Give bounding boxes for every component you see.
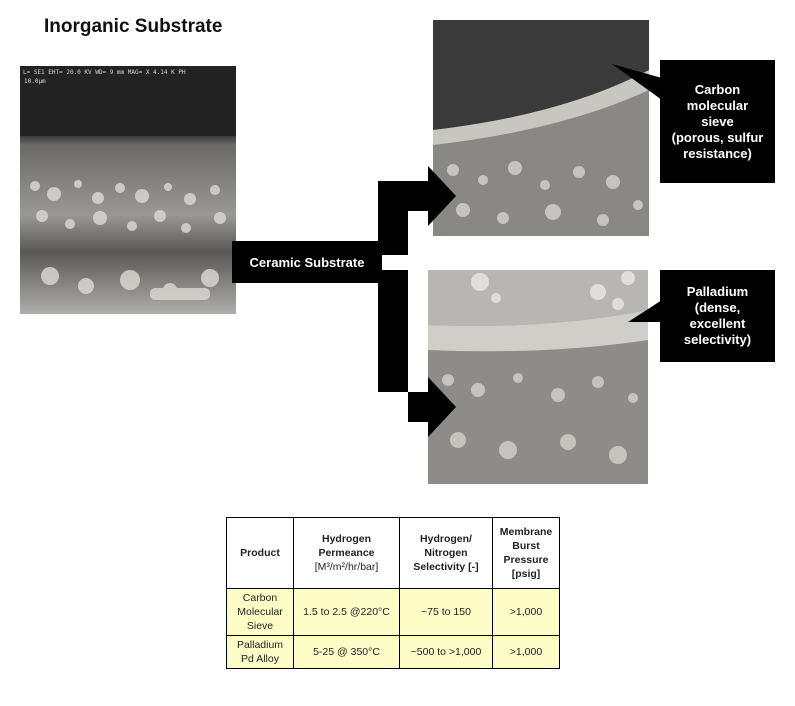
arrow-to-carbon-icon xyxy=(378,166,456,255)
cell-permeance: 1.5 to 2.5 @220°C xyxy=(293,588,400,636)
callout-pointer-palladium xyxy=(628,300,662,322)
callout-pointer-carbon xyxy=(612,64,662,100)
sem-image-carbon-molecular-sieve xyxy=(433,20,649,236)
header-product: Product xyxy=(226,517,294,589)
callout-text: excellent xyxy=(689,316,746,331)
callout-text: molecular xyxy=(686,97,749,113)
page-title: Inorganic Substrate xyxy=(44,16,223,37)
callout-palladium: Palladium (dense, excellent selectivity) xyxy=(660,270,775,362)
callout-text: selectivity) xyxy=(683,332,752,347)
callout-text: (porous, sulfur xyxy=(671,129,764,145)
callout-text: Carbon xyxy=(694,81,741,97)
cell-burst-pressure: >1,000 xyxy=(492,588,560,636)
sem-scale-bar-label: 10.0µm xyxy=(24,78,46,85)
sem-header-text: L= SE1 EHT= 20.0 KV WD= 9 mm MAG= X 4.14… xyxy=(23,69,186,76)
arrow-to-palladium-icon xyxy=(378,270,456,437)
label-ceramic-substrate: Ceramic Substrate xyxy=(232,241,382,283)
sem-image-palladium xyxy=(428,270,648,484)
callout-carbon-molecular-sieve: Carbon molecular sieve (porous, sulfur r… xyxy=(660,60,775,183)
callout-text: (dense, xyxy=(694,300,741,315)
sem-image-ceramic-substrate: L= SE1 EHT= 20.0 KV WD= 9 mm MAG= X 4.14… xyxy=(20,66,236,314)
callout-text: Palladium xyxy=(686,284,749,299)
cell-burst-pressure: >1,000 xyxy=(492,635,560,669)
callout-text: resistance) xyxy=(683,145,752,161)
cell-selectivity: ~75 to 150 xyxy=(399,588,493,636)
cell-selectivity: ~500 to >1,000 xyxy=(399,635,493,669)
callout-text: sieve xyxy=(701,113,734,129)
cell-permeance: 5-25 @ 350°C xyxy=(293,635,400,669)
